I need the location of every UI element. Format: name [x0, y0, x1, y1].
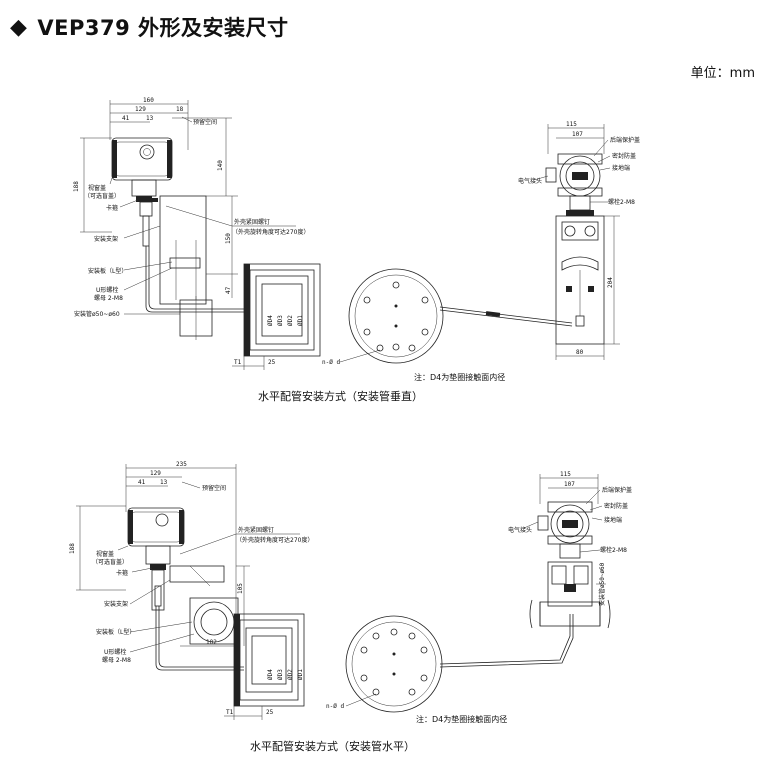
label-rotate-note: （外壳旋转角度可达270度）: [232, 228, 309, 236]
label-nut: 螺母 2-M8: [94, 294, 123, 302]
label-cover-2: 视窗盖: [96, 550, 114, 558]
dim-129-2: 129: [150, 470, 161, 477]
dim-188: 188: [73, 181, 80, 192]
label-r1-bolt: 螺栓2-M8: [608, 198, 635, 206]
dim-107-2: 107: [564, 481, 575, 488]
dim-140: 140: [217, 160, 224, 171]
diagram1-round-flange: n-Ø d: [322, 268, 573, 366]
dim-25-1: 25: [268, 359, 276, 366]
dim-160: 160: [143, 97, 154, 104]
dim-235: 235: [176, 461, 187, 468]
diamond-icon: ◆: [10, 14, 28, 40]
label-bracket: 安装支架: [94, 235, 118, 243]
dim-d3-1: ØD3: [277, 315, 284, 326]
right1-front-view: 115 107 204 80 后端保护盖 密封防盖: [518, 121, 640, 360]
label-rotate: 外壳紧固螺钉: [234, 218, 270, 226]
label-nut-2: 螺母 2-M8: [102, 656, 131, 664]
label-bracket-2: 安装支架: [104, 600, 128, 608]
dim-204-1: 204: [607, 277, 614, 288]
label-clamp-2: 卡箍: [116, 569, 128, 577]
label-clearance-2: 预留空间: [202, 484, 226, 492]
dim-d3-2: ØD3: [277, 669, 284, 680]
dim-d4-1: ØD4: [267, 315, 274, 326]
diagram2-round-flange: n-Ø d: [326, 614, 574, 713]
dim-18: 18: [176, 106, 184, 113]
dim-105: 105: [237, 583, 244, 594]
note-right2: 注：D4为垫圈接触面内径: [416, 714, 507, 724]
caption-diagram2: 水平配管安装方式（安装管水平）: [250, 739, 415, 753]
dim-t1-2: T1: [226, 709, 234, 716]
dim-t1-1: T1: [234, 359, 242, 366]
label-r2-seal: 密封防盖: [604, 502, 628, 510]
label-cover-opt: （可选盲盖）: [84, 192, 120, 200]
caption-diagram1: 水平配管安装方式（安装管垂直）: [258, 389, 423, 403]
label-clamp: 卡箍: [106, 204, 118, 212]
dim-d2-2: ØD2: [287, 669, 294, 680]
label-r2-bolt: 螺栓2-M8: [600, 546, 627, 554]
diagram2-flange-section: ØD4 ØD3 ØD2 ØD1 T1 25: [224, 613, 305, 720]
dim-102: 102: [206, 639, 217, 646]
note-right1: 注：D4为垫圈接触面内径: [414, 372, 505, 382]
label-ubolt-2: U形螺栓: [104, 648, 126, 656]
label-r1-cover: 后端保护盖: [610, 136, 640, 144]
right2-front-view: 115 107 安装管ø50~ø60 后端保护盖 密封防盖 接地端 电气接头 螺…: [508, 471, 632, 629]
label-r2-terminal: 接地端: [604, 516, 622, 524]
dim-13: 13: [146, 115, 154, 122]
label-r1-terminal: 接地端: [612, 164, 630, 172]
label-ubolt: U形螺栓: [96, 286, 118, 294]
dim-129: 129: [135, 106, 146, 113]
diagram2-left-side-view: 235 129 41 13 预留空间 188 105 102: [69, 461, 313, 671]
dim-nd-1: n-Ø d: [322, 359, 340, 366]
dim-d4-2: ØD4: [267, 669, 274, 680]
dim-188-2: 188: [69, 543, 76, 554]
label-rotate-2: 外壳紧固螺钉: [238, 526, 274, 534]
label-plate: 安装板（L型）: [88, 267, 127, 275]
dim-25-2: 25: [266, 709, 274, 716]
title-text: VEP379 外形及安装尺寸: [37, 16, 289, 40]
unit-label: 单位：mm: [690, 66, 755, 81]
label-r1-electric: 电气接头: [518, 177, 542, 185]
page-title: ◆ VEP379 外形及安装尺寸: [10, 10, 289, 44]
dim-107-1: 107: [572, 131, 583, 138]
label-clearance: 预留空间: [193, 118, 217, 126]
diagram1-left-side-view: 160 129 18 41 13 预留空间 140 188: [73, 97, 309, 340]
label-r2-electric: 电气接头: [508, 526, 532, 534]
label-rotate-note-2: （外壳旋转角度可达270度）: [236, 536, 313, 544]
label-cover-opt-2: （可选盲盖）: [92, 558, 128, 566]
dim-13-2: 13: [160, 479, 168, 486]
dim-115-2: 115: [560, 471, 571, 478]
dim-41: 41: [122, 115, 130, 122]
dim-d2-1: ØD2: [287, 315, 294, 326]
dim-nd-2: n-Ø d: [326, 703, 344, 710]
label-plate-2: 安装板（L型）: [96, 628, 135, 636]
dim-150: 150: [225, 233, 232, 244]
label-r1-seal: 密封防盖: [612, 152, 636, 160]
dim-115-1: 115: [566, 121, 577, 128]
dim-47: 47: [225, 286, 232, 294]
dim-d1-1: ØD1: [297, 315, 304, 326]
dim-80-1: 80: [576, 349, 584, 356]
label-r2-cover: 后端保护盖: [602, 486, 632, 494]
label-r2-pipe: 安装管ø50~ø60: [598, 562, 606, 606]
dim-d1-2: ØD1: [297, 669, 304, 680]
diagram1-flange-section: ØD4 ØD3 ØD2 ØD1 T1 25: [232, 263, 321, 370]
label-pipe: 安装管ø50~ø60: [74, 310, 120, 318]
dim-41-2: 41: [138, 479, 146, 486]
label-cover: 视窗盖: [88, 184, 106, 192]
